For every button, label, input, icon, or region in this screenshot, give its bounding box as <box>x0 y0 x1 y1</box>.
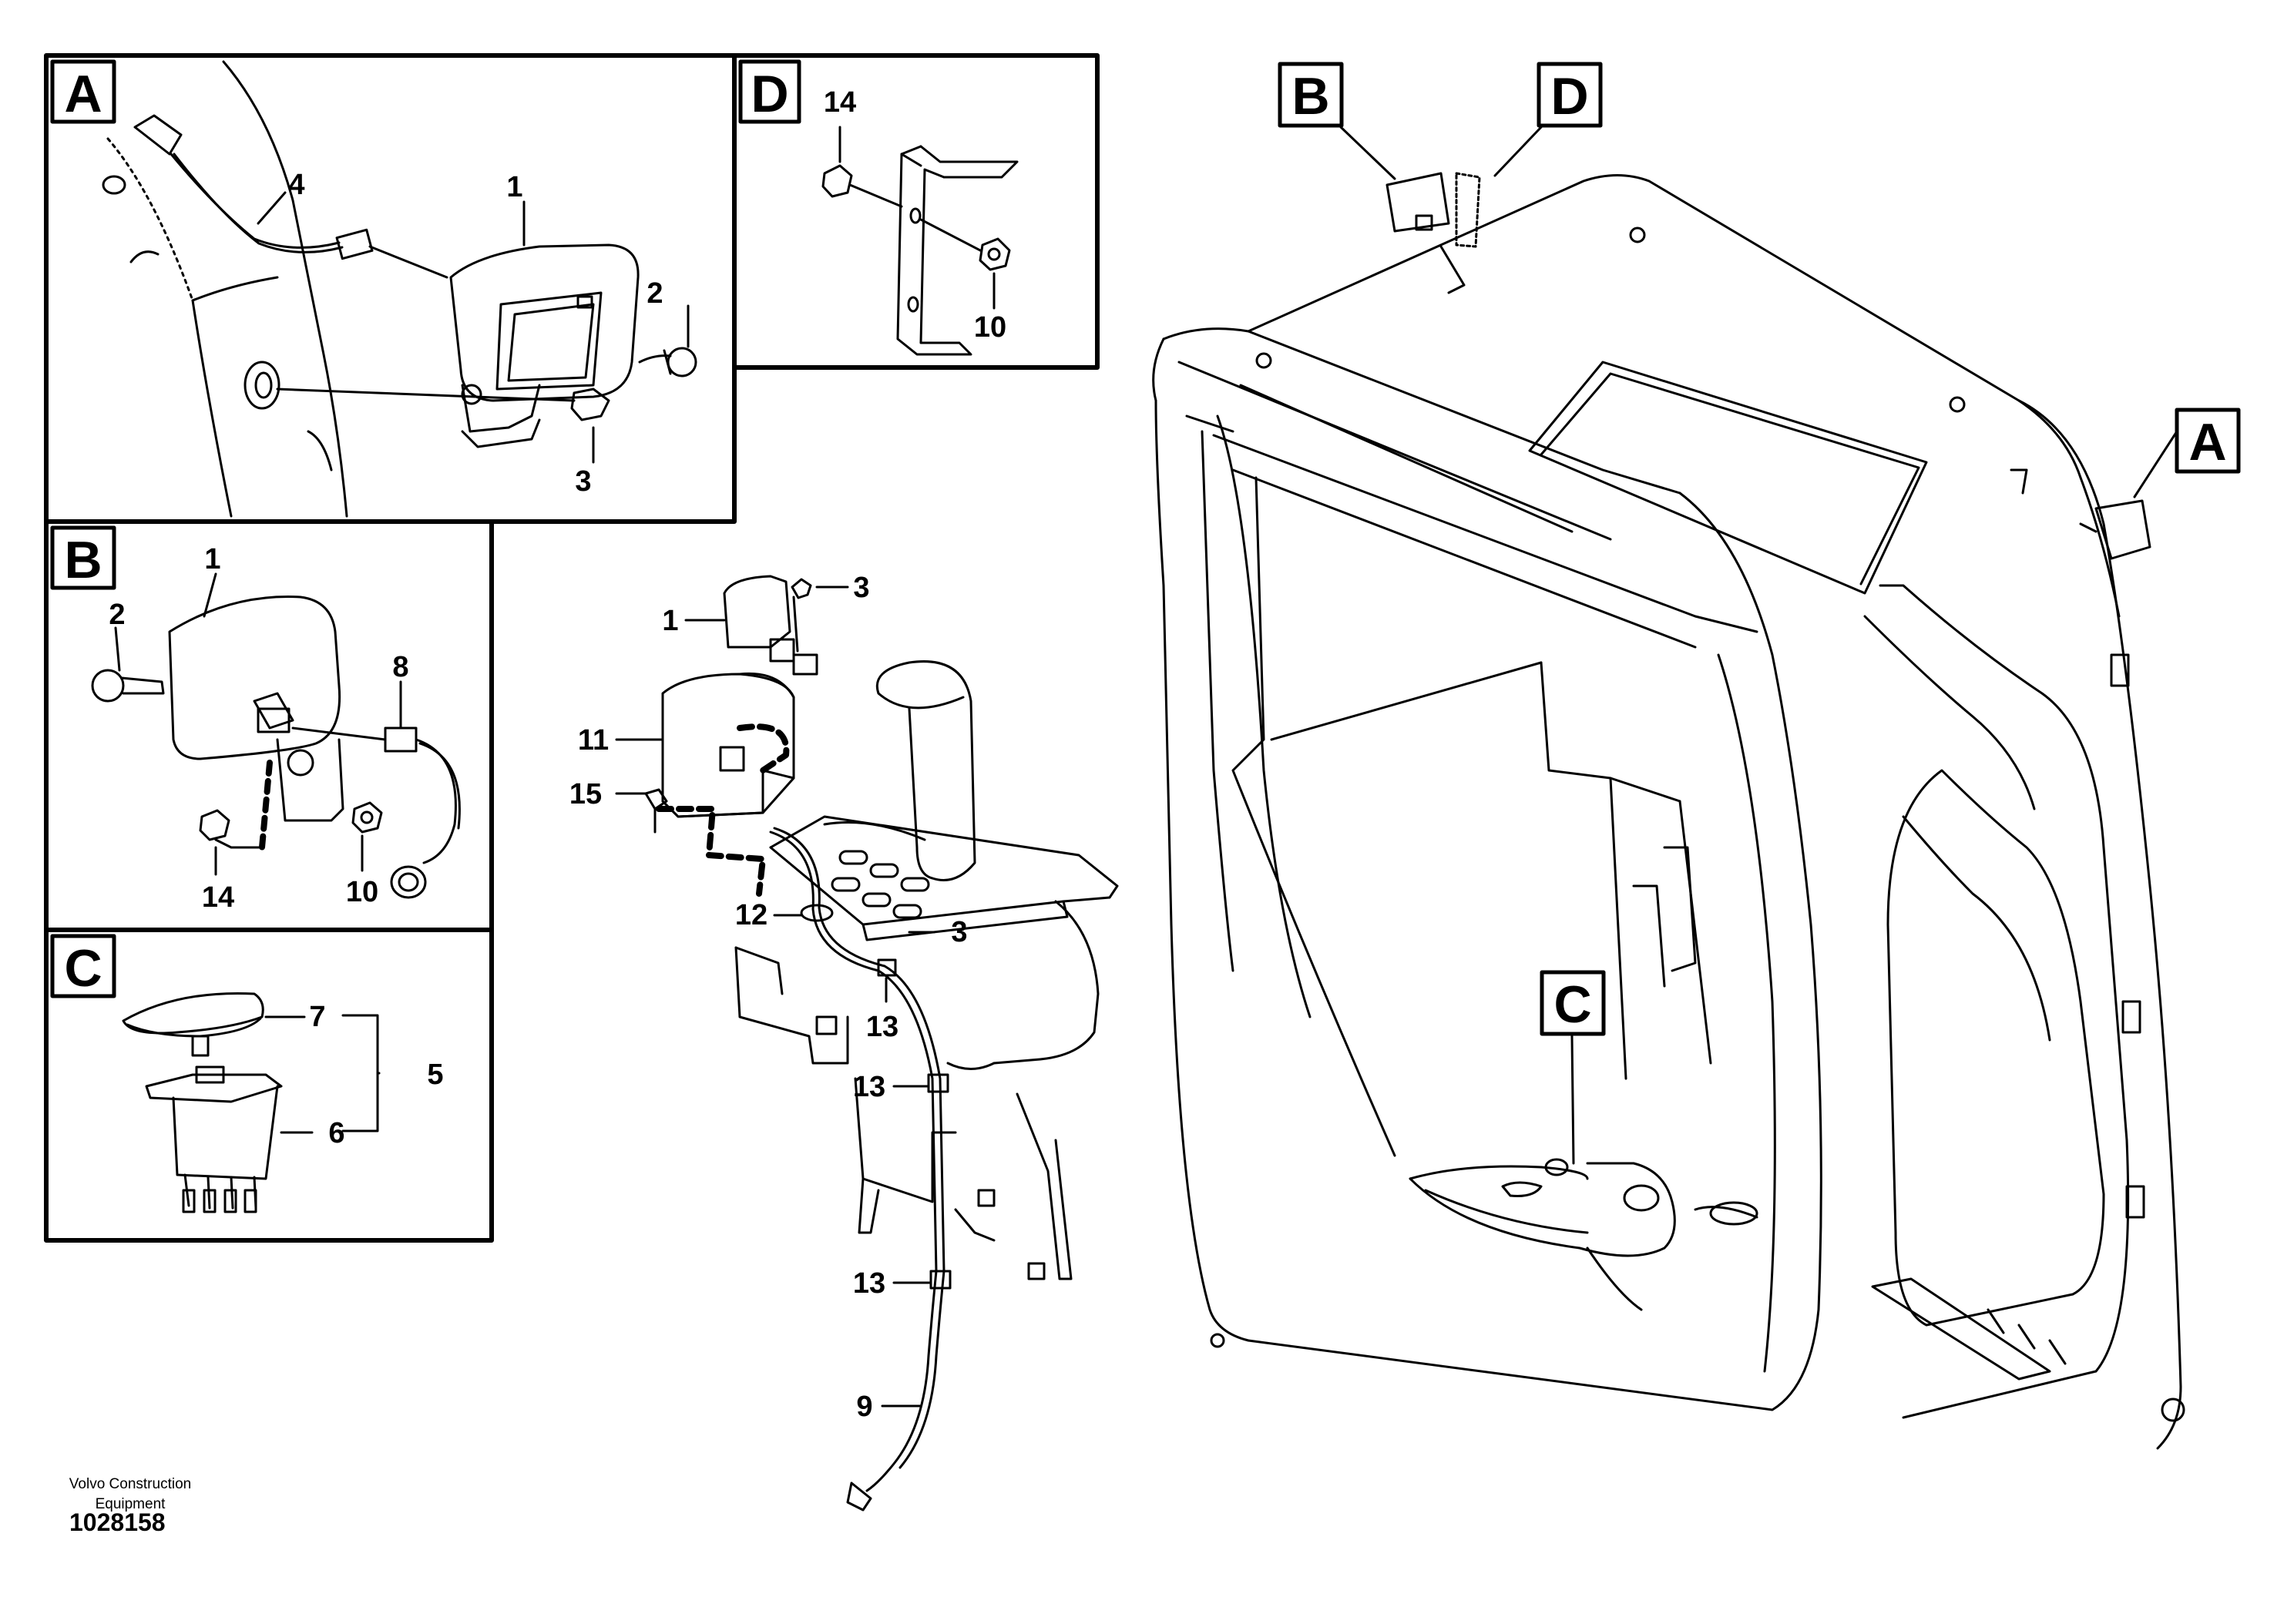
mid-part-13-b: 13 <box>853 1071 885 1103</box>
company-line-2: Equipment <box>95 1496 166 1512</box>
mid-part-9: 9 <box>856 1391 872 1423</box>
inset-c-frame <box>44 928 494 1243</box>
mid-part-3-top: 3 <box>853 572 869 604</box>
inset-a-part-2: 2 <box>647 277 663 310</box>
inset-b-illustration <box>91 572 461 899</box>
inset-d-frame <box>732 53 1100 370</box>
inset-d-part-14: 14 <box>824 86 856 119</box>
main-a-tag-box <box>2175 408 2241 474</box>
mid-part-13-a: 13 <box>866 1011 898 1043</box>
cab-illustration <box>1152 126 2185 1450</box>
main-c-tag-box <box>1540 970 1606 1036</box>
inset-b-part-8: 8 <box>392 651 408 683</box>
main-tag-d: D <box>1550 67 1588 126</box>
main-d-tag-box <box>1537 62 1603 128</box>
main-tag-b: B <box>1291 67 1329 126</box>
inset-c-illustration <box>122 992 381 1213</box>
middle-assembly-illustration <box>615 575 1119 1512</box>
inset-d-illustration <box>821 126 1019 356</box>
inset-d-tag: D <box>751 65 788 123</box>
main-tag-a: A <box>2188 413 2226 471</box>
inset-c-tag: C <box>64 939 102 998</box>
inset-a-frame <box>44 53 737 524</box>
company-caption: Volvo Construction Equipment <box>31 1475 230 1515</box>
inset-b-part-2: 2 <box>109 599 125 631</box>
drawing-number: 1028158 <box>69 1508 166 1536</box>
mid-part-12: 12 <box>735 899 767 931</box>
inset-a-illustration <box>102 60 697 518</box>
inset-d-tag-box <box>738 59 801 124</box>
main-tag-c: C <box>1553 975 1591 1034</box>
inset-d-part-10: 10 <box>974 311 1006 344</box>
mid-part-1: 1 <box>662 605 678 637</box>
inset-c-tag-box <box>50 934 116 998</box>
mid-part-11: 11 <box>578 724 609 757</box>
inset-c-part-6: 6 <box>328 1117 344 1149</box>
main-b-tag-box <box>1278 62 1344 128</box>
inset-a-part-1: 1 <box>506 171 522 203</box>
inset-b-part-14: 14 <box>202 881 234 914</box>
inset-a-tag: A <box>64 65 102 123</box>
inset-c-part-5: 5 <box>427 1059 443 1091</box>
inset-b-tag: B <box>64 531 102 589</box>
inset-b-tag-box <box>50 525 116 590</box>
inset-c-part-7: 7 <box>309 1001 325 1033</box>
inset-a-part-3: 3 <box>575 465 591 498</box>
mid-part-13-c: 13 <box>853 1267 885 1300</box>
inset-b-part-1: 1 <box>204 543 220 575</box>
inset-b-part-10: 10 <box>346 876 378 908</box>
inset-a-part-4: 4 <box>288 169 304 201</box>
inset-a-tag-box <box>50 59 116 124</box>
company-line-1: Volvo Construction <box>69 1476 192 1492</box>
mid-part-15: 15 <box>569 778 602 810</box>
mid-part-3-lower: 3 <box>951 916 967 948</box>
